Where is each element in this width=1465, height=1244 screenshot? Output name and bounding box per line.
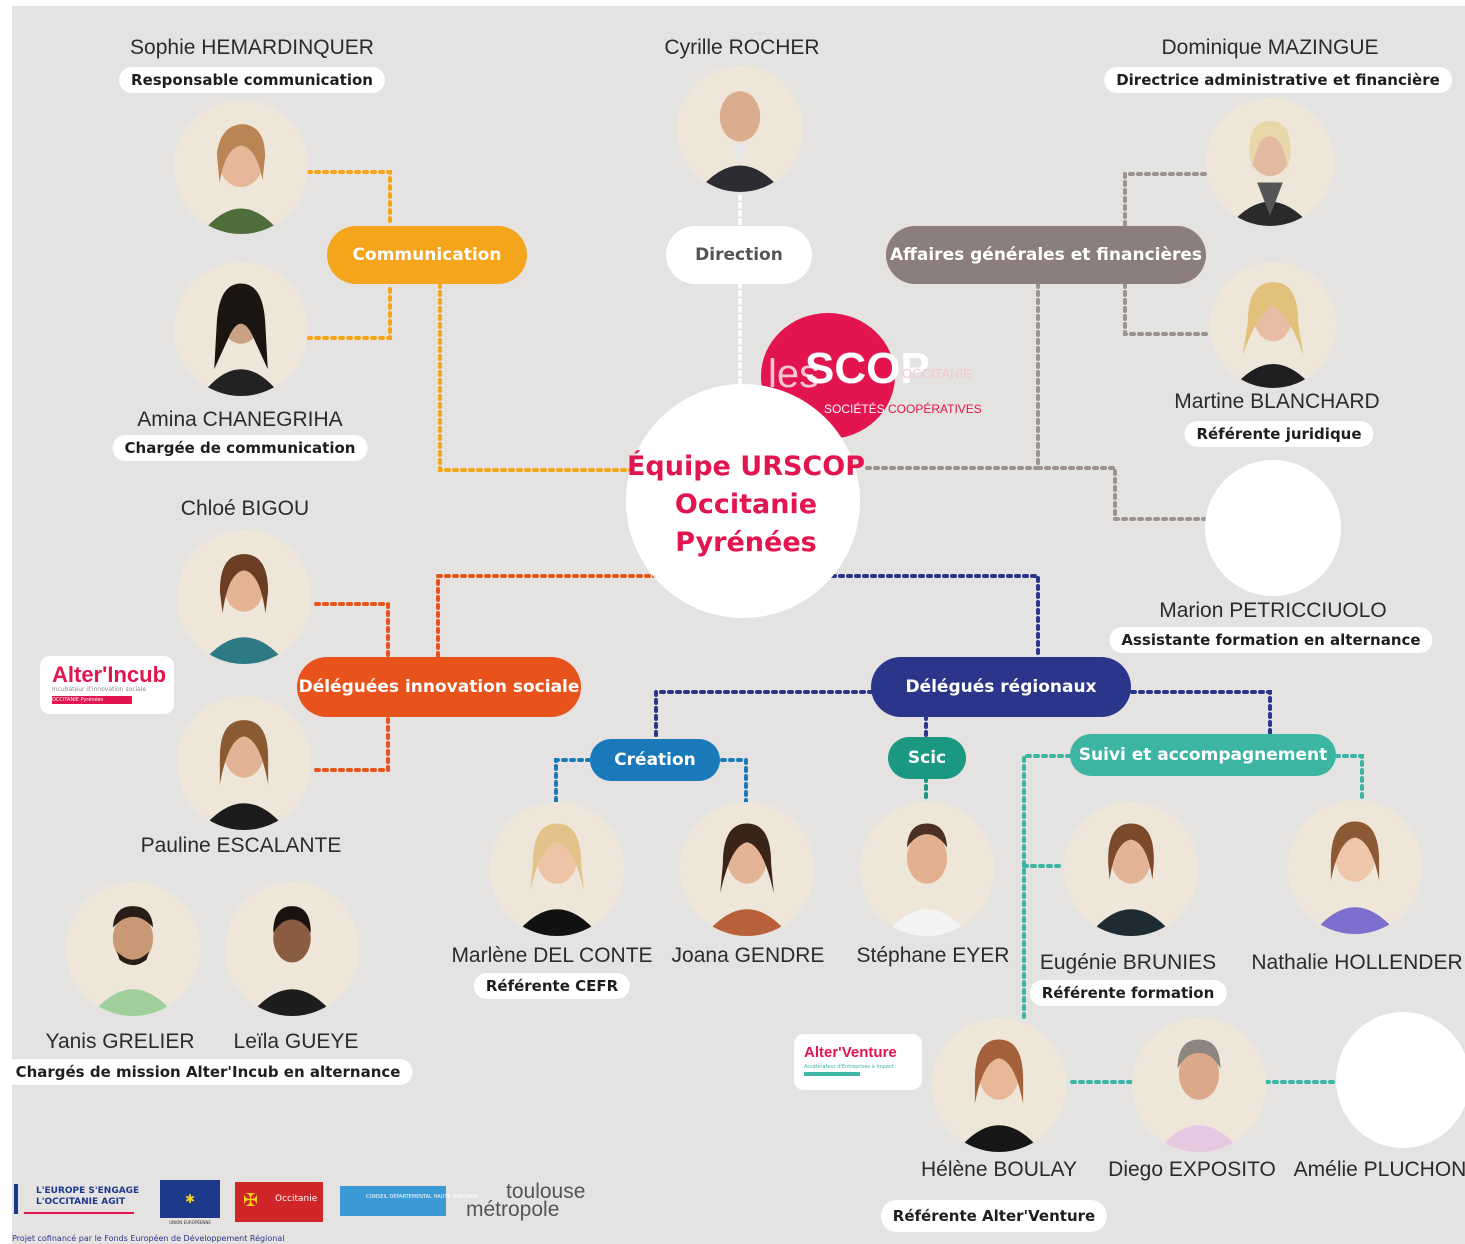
photo-stephane <box>860 802 994 936</box>
connector-suivi <box>1022 754 1364 1084</box>
role-eugenie: Référente formation <box>1029 980 1227 1006</box>
connector-affaires <box>860 172 1212 521</box>
photo-amelie-placeholder <box>1336 1012 1465 1148</box>
role-marion: Assistante formation en alternance <box>1109 627 1433 653</box>
center-title: Équipe URSCOP Occitanie Pyrénées <box>626 448 866 562</box>
cofinance-note: Projet cofinancé par le Fonds Européen d… <box>12 1234 285 1243</box>
photo-amina <box>174 262 308 396</box>
europe-engage-underline <box>24 1212 134 1214</box>
name-dominique: Dominique MAZINGUE <box>1161 36 1379 59</box>
name-joana: Joana GENDRE <box>671 944 825 967</box>
name-marlene: Marlène DEL CONTE <box>451 944 653 967</box>
role-martine: Référente juridique <box>1184 421 1374 447</box>
connector-delegues <box>654 574 1272 740</box>
center-title-line-2: Occitanie <box>674 489 818 520</box>
photo-yanis <box>66 882 200 1016</box>
group-direction: Direction <box>666 226 812 284</box>
name-sophie: Sophie HEMARDINQUER <box>130 36 374 59</box>
alterincub-tagline: Incubateur d'innovation sociale <box>52 686 147 693</box>
center-title-line-3: Pyrénées <box>675 527 817 558</box>
toulouse-line2: métropole <box>466 1198 560 1221</box>
haute-garonne-text: CONSEIL DÉPARTEMENTAL HAUTE-GARONNE <box>366 1194 478 1200</box>
role-dominique: Directrice administrative et financière <box>1104 67 1452 93</box>
role-amina: Chargée de communication <box>112 435 368 461</box>
toulouse-metropole-logo: toulouse métropole <box>466 1180 606 1224</box>
name-eugenie: Eugénie BRUNIES <box>1039 951 1217 974</box>
alterincub-logo: Alter'Incub Incubateur d'innovation soci… <box>40 656 174 714</box>
center-node <box>626 384 860 618</box>
logo-scop: SCOP <box>805 344 930 393</box>
center-title-line-1: Équipe URSCOP <box>626 451 865 482</box>
photo-joana <box>680 802 814 936</box>
photo-marlene <box>490 802 624 936</box>
europe-engage-logo: L'EUROPE S'ENGAGE L'OCCITANIE AGIT <box>14 1182 146 1222</box>
group-suivi: Suivi et accompagnement <box>1070 734 1336 776</box>
group-delegues: Délégués régionaux <box>871 657 1131 717</box>
logo-cooperatives: COOPÉRATIVES <box>888 402 982 416</box>
region-occitanie-text: Occitanie <box>275 1194 318 1204</box>
alterventure-brand: Alter'Venture <box>804 1044 897 1061</box>
photo-eugenie <box>1064 802 1198 936</box>
group-innovation: Déléguées innovation sociale <box>297 657 581 717</box>
photo-pauline <box>177 696 311 830</box>
logo-region: OCCITANIE <box>902 366 972 381</box>
eu-caption: UNION EUROPÉENNE <box>169 1220 211 1225</box>
group-creation: Création <box>590 739 720 781</box>
role-sophie: Responsable communication <box>119 67 385 93</box>
name-pauline: Pauline ESCALANTE <box>140 834 342 857</box>
connector-communication <box>306 170 634 472</box>
name-cyrille: Cyrille ROCHER <box>664 36 820 59</box>
photo-chloe <box>177 530 311 664</box>
photo-diego <box>1132 1018 1266 1152</box>
alterventure-logo: Alter'Venture Accélérateur d'Entreprises… <box>794 1034 922 1090</box>
name-martine: Martine BLANCHARD <box>1174 390 1380 413</box>
photo-cyrille <box>677 66 803 192</box>
europe-engage-line1: L'EUROPE S'ENGAGE <box>36 1186 140 1196</box>
role-marlene: Référente CEFR <box>473 973 631 999</box>
photo-dominique <box>1206 98 1334 226</box>
alterincub-sub: OCCITANIE Pyrénées <box>52 696 132 704</box>
alterventure-tagline: Accélérateur d'Entreprises à Impact <box>804 1064 894 1070</box>
europe-engage-bar <box>14 1184 18 1214</box>
name-nathalie: Nathalie HOLLENDER <box>1251 951 1463 974</box>
name-amelie: Amélie PLUCHON <box>1293 1158 1465 1181</box>
europe-engage-line2: L'OCCITANIE AGIT <box>36 1197 126 1207</box>
haute-garonne-logo: CONSEIL DÉPARTEMENTAL HAUTE-GARONNE <box>340 1186 478 1216</box>
connector-creation <box>554 758 748 804</box>
alterincub-brand: Alter'Incub <box>52 662 167 687</box>
toulouse-line1: toulouse <box>506 1180 586 1203</box>
name-marion: Marion PETRICCIUOLO <box>1159 599 1387 622</box>
eu-stars-icon: ✱ <box>160 1180 220 1218</box>
photo-sophie <box>174 100 308 234</box>
role-helene: Référente Alter'Venture <box>880 1200 1108 1232</box>
photo-marion-placeholder <box>1205 460 1341 596</box>
name-amina: Amina CHANEGRIHA <box>137 408 343 431</box>
region-occitanie-logo: Occitanie ✠ <box>235 1182 323 1222</box>
group-communication: Communication <box>327 226 527 284</box>
name-leila: Leïla GUEYE <box>233 1030 359 1053</box>
name-stephane: Stéphane EYER <box>856 944 1010 967</box>
role-alterincub-duo: Chargés de mission Alter'Incub en altern… <box>3 1059 413 1085</box>
photo-martine <box>1210 262 1336 388</box>
name-yanis: Yanis GRELIER <box>45 1030 195 1053</box>
photo-helene <box>932 1018 1066 1152</box>
logo-societes: SOCIÉTÉS <box>824 402 885 416</box>
group-scic: Scic <box>888 737 966 779</box>
group-affaires: Affaires générales et financières <box>886 226 1206 284</box>
photo-nathalie <box>1288 800 1422 934</box>
photo-leila <box>225 882 359 1016</box>
occitan-cross-icon: ✠ <box>243 1190 259 1211</box>
name-diego: Diego EXPOSITO <box>1108 1158 1276 1181</box>
name-helene: Hélène BOULAY <box>920 1158 1078 1181</box>
name-chloe: Chloé BIGOU <box>180 497 310 520</box>
eu-flag-logo: ✱ UNION EUROPÉENNE <box>160 1180 220 1228</box>
connector-innovation <box>314 574 662 772</box>
alterventure-bar <box>804 1072 860 1076</box>
